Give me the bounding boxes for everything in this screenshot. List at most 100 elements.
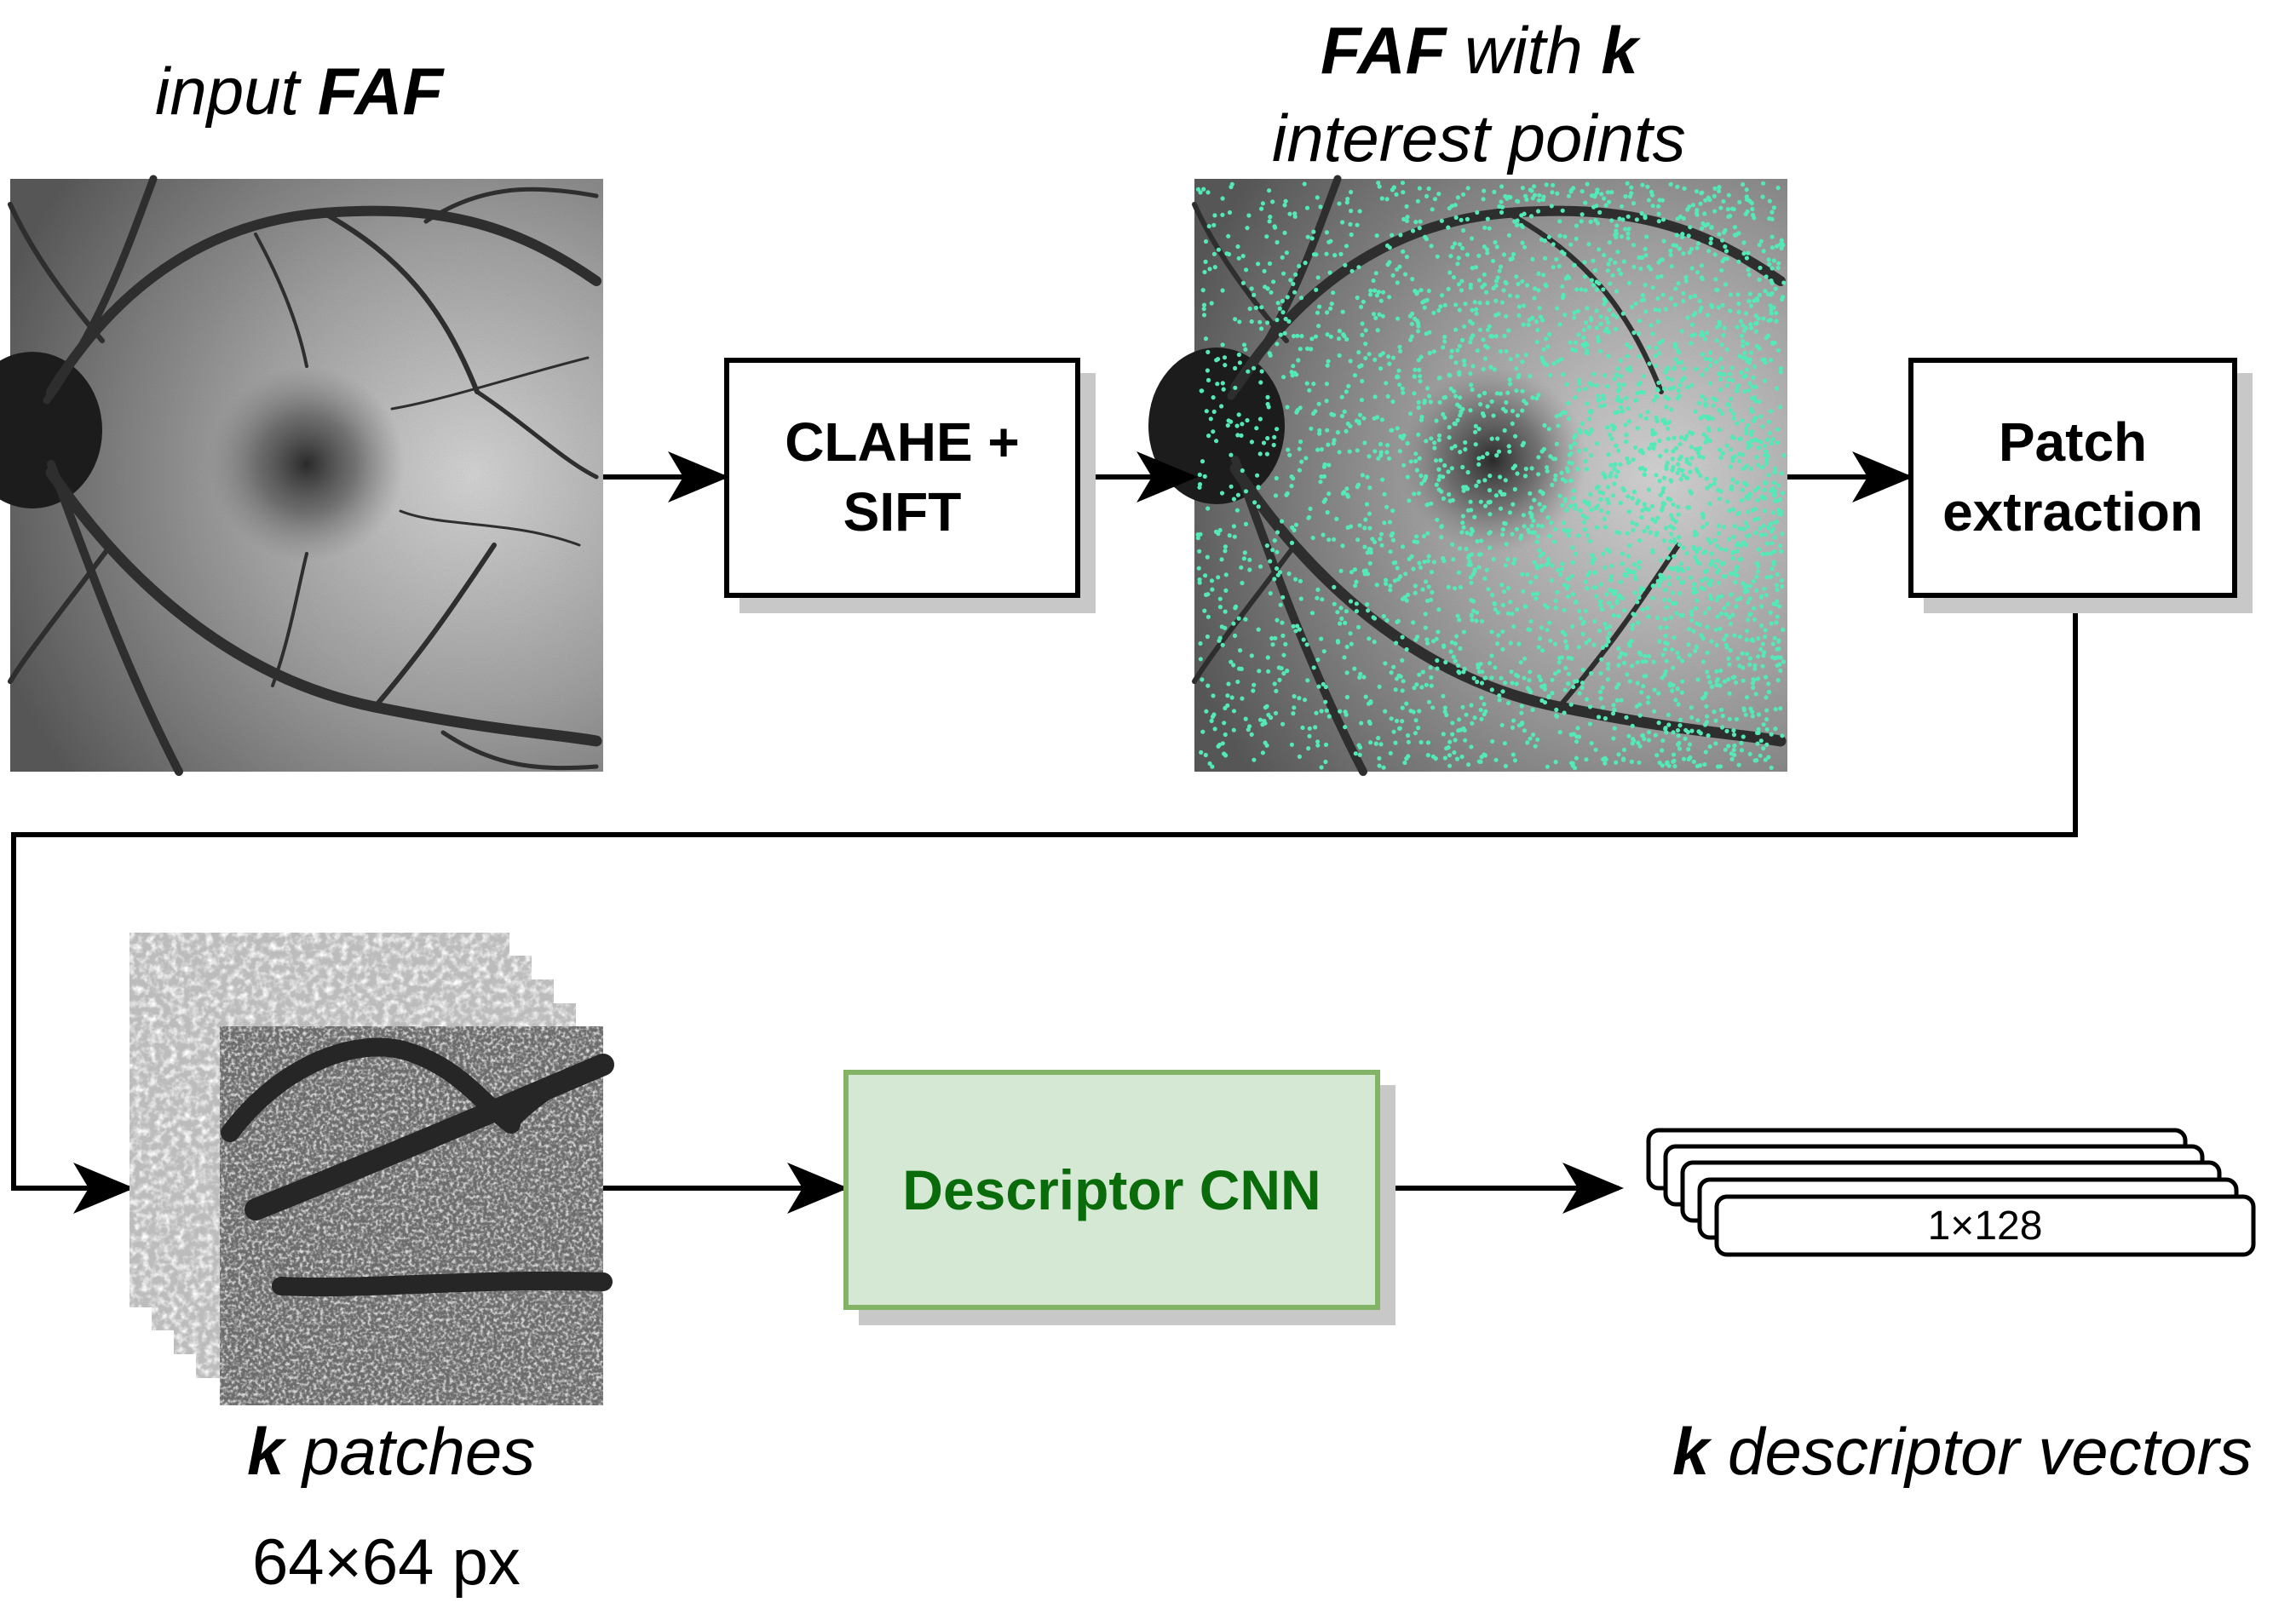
- interest-point: [1442, 462, 1447, 468]
- interest-point: [1643, 282, 1648, 288]
- interest-point: [1474, 610, 1480, 615]
- interest-point: [1487, 488, 1493, 493]
- interest-point: [1603, 755, 1608, 761]
- interest-point: [1603, 642, 1609, 648]
- interest-point: [1468, 408, 1473, 413]
- interest-point: [1752, 758, 1758, 763]
- interest-point: [1673, 519, 1678, 525]
- interest-point: [1723, 574, 1728, 579]
- interest-point: [1702, 336, 1707, 342]
- interest-point: [1456, 256, 1461, 261]
- interest-point: [1520, 224, 1525, 229]
- interest-point: [1750, 395, 1755, 400]
- interest-point: [1548, 372, 1553, 378]
- interest-point: [1468, 575, 1473, 580]
- interest-point: [1539, 355, 1545, 360]
- interest-point: [1523, 193, 1528, 198]
- interest-point: [1664, 405, 1669, 410]
- interest-point: [1741, 734, 1746, 739]
- interest-point: [1725, 601, 1730, 606]
- interest-point: [1668, 539, 1673, 544]
- interest-point: [1678, 477, 1683, 482]
- interest-point: [1672, 540, 1677, 545]
- interest-point: [1579, 287, 1584, 292]
- interest-point: [1656, 380, 1661, 385]
- interest-point: [1642, 674, 1647, 679]
- interest-point: [1679, 690, 1684, 695]
- interest-point: [1775, 678, 1781, 683]
- interest-point: [1240, 280, 1246, 285]
- input-faf-image: [0, 175, 603, 776]
- interest-point: [1406, 739, 1411, 744]
- interest-point: [1703, 576, 1709, 582]
- interest-point: [1746, 250, 1751, 256]
- interest-point: [1566, 577, 1571, 582]
- interest-point: [1567, 528, 1572, 533]
- interest-point: [1397, 449, 1402, 454]
- interest-point: [1499, 204, 1505, 210]
- interest-point: [1281, 375, 1286, 380]
- interest-point: [1499, 199, 1504, 204]
- interest-point: [1732, 454, 1737, 459]
- interest-point: [1650, 595, 1655, 600]
- interest-point: [1203, 336, 1209, 342]
- interest-point: [1493, 334, 1499, 339]
- interest-point: [1214, 439, 1219, 444]
- interest-point: [1613, 462, 1618, 467]
- interest-point: [1712, 209, 1718, 214]
- interest-point: [1564, 646, 1569, 651]
- interest-point: [1621, 747, 1627, 753]
- interest-point: [1691, 586, 1696, 591]
- interest-point: [1764, 675, 1769, 680]
- interest-point: [1499, 184, 1505, 189]
- interest-point: [1401, 462, 1407, 468]
- interest-point: [1418, 219, 1423, 224]
- interest-point: [1662, 421, 1668, 426]
- interest-point: [1662, 386, 1667, 392]
- interest-point: [1289, 474, 1294, 480]
- interest-point: [1272, 577, 1277, 582]
- interest-point: [1599, 607, 1605, 612]
- interest-point: [1470, 617, 1475, 623]
- interest-point: [1620, 561, 1625, 566]
- interest-point: [1303, 261, 1308, 266]
- interest-point: [1635, 620, 1641, 625]
- interest-point: [1671, 665, 1676, 670]
- interest-point: [1605, 666, 1611, 671]
- interest-point: [1576, 608, 1582, 614]
- interest-point: [1731, 549, 1736, 554]
- interest-point: [1528, 618, 1534, 624]
- interest-point: [1745, 629, 1750, 634]
- interest-point: [1561, 520, 1566, 526]
- interest-point: [1416, 358, 1421, 363]
- interest-point: [1368, 288, 1373, 293]
- interest-point: [1395, 426, 1400, 431]
- interest-point: [1697, 298, 1702, 304]
- interest-point: [1425, 559, 1430, 564]
- interest-point: [1775, 427, 1781, 432]
- interest-point: [1453, 658, 1458, 663]
- interest-point: [1505, 611, 1511, 616]
- interest-point: [1424, 297, 1430, 302]
- interest-point: [1292, 211, 1298, 216]
- interest-point: [1319, 447, 1324, 452]
- interest-point: [1489, 436, 1494, 441]
- interest-point: [1240, 254, 1246, 259]
- interest-point: [1570, 545, 1575, 550]
- interest-point: [1721, 198, 1726, 204]
- interest-point: [1357, 752, 1362, 757]
- interest-point: [1745, 533, 1750, 539]
- interest-point: [1229, 659, 1234, 664]
- interest-point: [1764, 457, 1769, 462]
- interest-point: [1443, 659, 1448, 665]
- interest-point: [1239, 433, 1244, 438]
- interest-point: [1412, 391, 1417, 396]
- interest-point: [1200, 459, 1206, 464]
- interest-point: [1626, 733, 1631, 738]
- interest-point: [1413, 718, 1418, 723]
- interest-point: [1686, 642, 1691, 647]
- interest-point: [1717, 407, 1722, 412]
- interest-point: [1686, 233, 1691, 238]
- interest-point: [1654, 415, 1659, 420]
- interest-point: [1404, 204, 1409, 209]
